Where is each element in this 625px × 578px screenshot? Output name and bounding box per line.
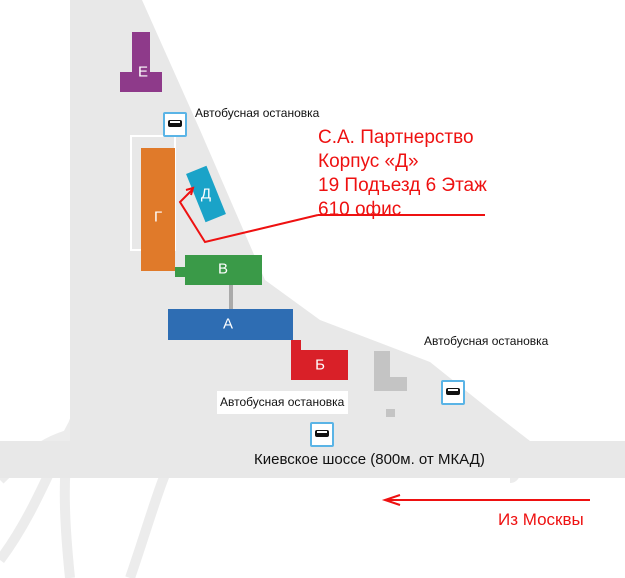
route-pointer [178,186,485,244]
direction-label: Из Москвы [498,510,584,529]
bus-stop-icon [163,112,187,137]
building-a [168,309,293,340]
kievskoe-highway [0,441,625,478]
building-v [185,255,262,285]
building-e [120,32,162,92]
bus-stop-label-south: Автобусная остановка [217,391,349,414]
building-b [291,340,348,380]
office-number: 610 офис [318,199,402,220]
office-company: С.А. Партнерство [318,127,474,148]
building-d-label: Д [200,185,212,203]
direction-arrow [381,494,590,506]
building-b-label: Б [315,356,325,374]
bus-stop-icon [310,422,334,447]
office-entrance-floor: 19 Подъезд 6 Этаж [318,175,487,196]
building-g [141,148,175,271]
office-info: С.А. Партнерство Корпус «Д» 19 Подъезд 6… [318,126,487,222]
building-a-label: А [222,315,234,333]
road-label: Киевское шоссе (800м. от МКАД) [254,451,485,468]
building-v-label: В [217,260,229,278]
bus-stop-label-east: Автобусная остановка [424,334,549,348]
gray-building [374,351,407,391]
building-d [186,165,226,223]
office-building: Корпус «Д» [318,151,419,172]
bus-stop-icon [441,380,465,405]
building-e-label: Е [137,63,149,81]
bus-stop-label-north: Автобусная остановка [195,106,320,120]
building-g-label: Г [153,208,163,226]
